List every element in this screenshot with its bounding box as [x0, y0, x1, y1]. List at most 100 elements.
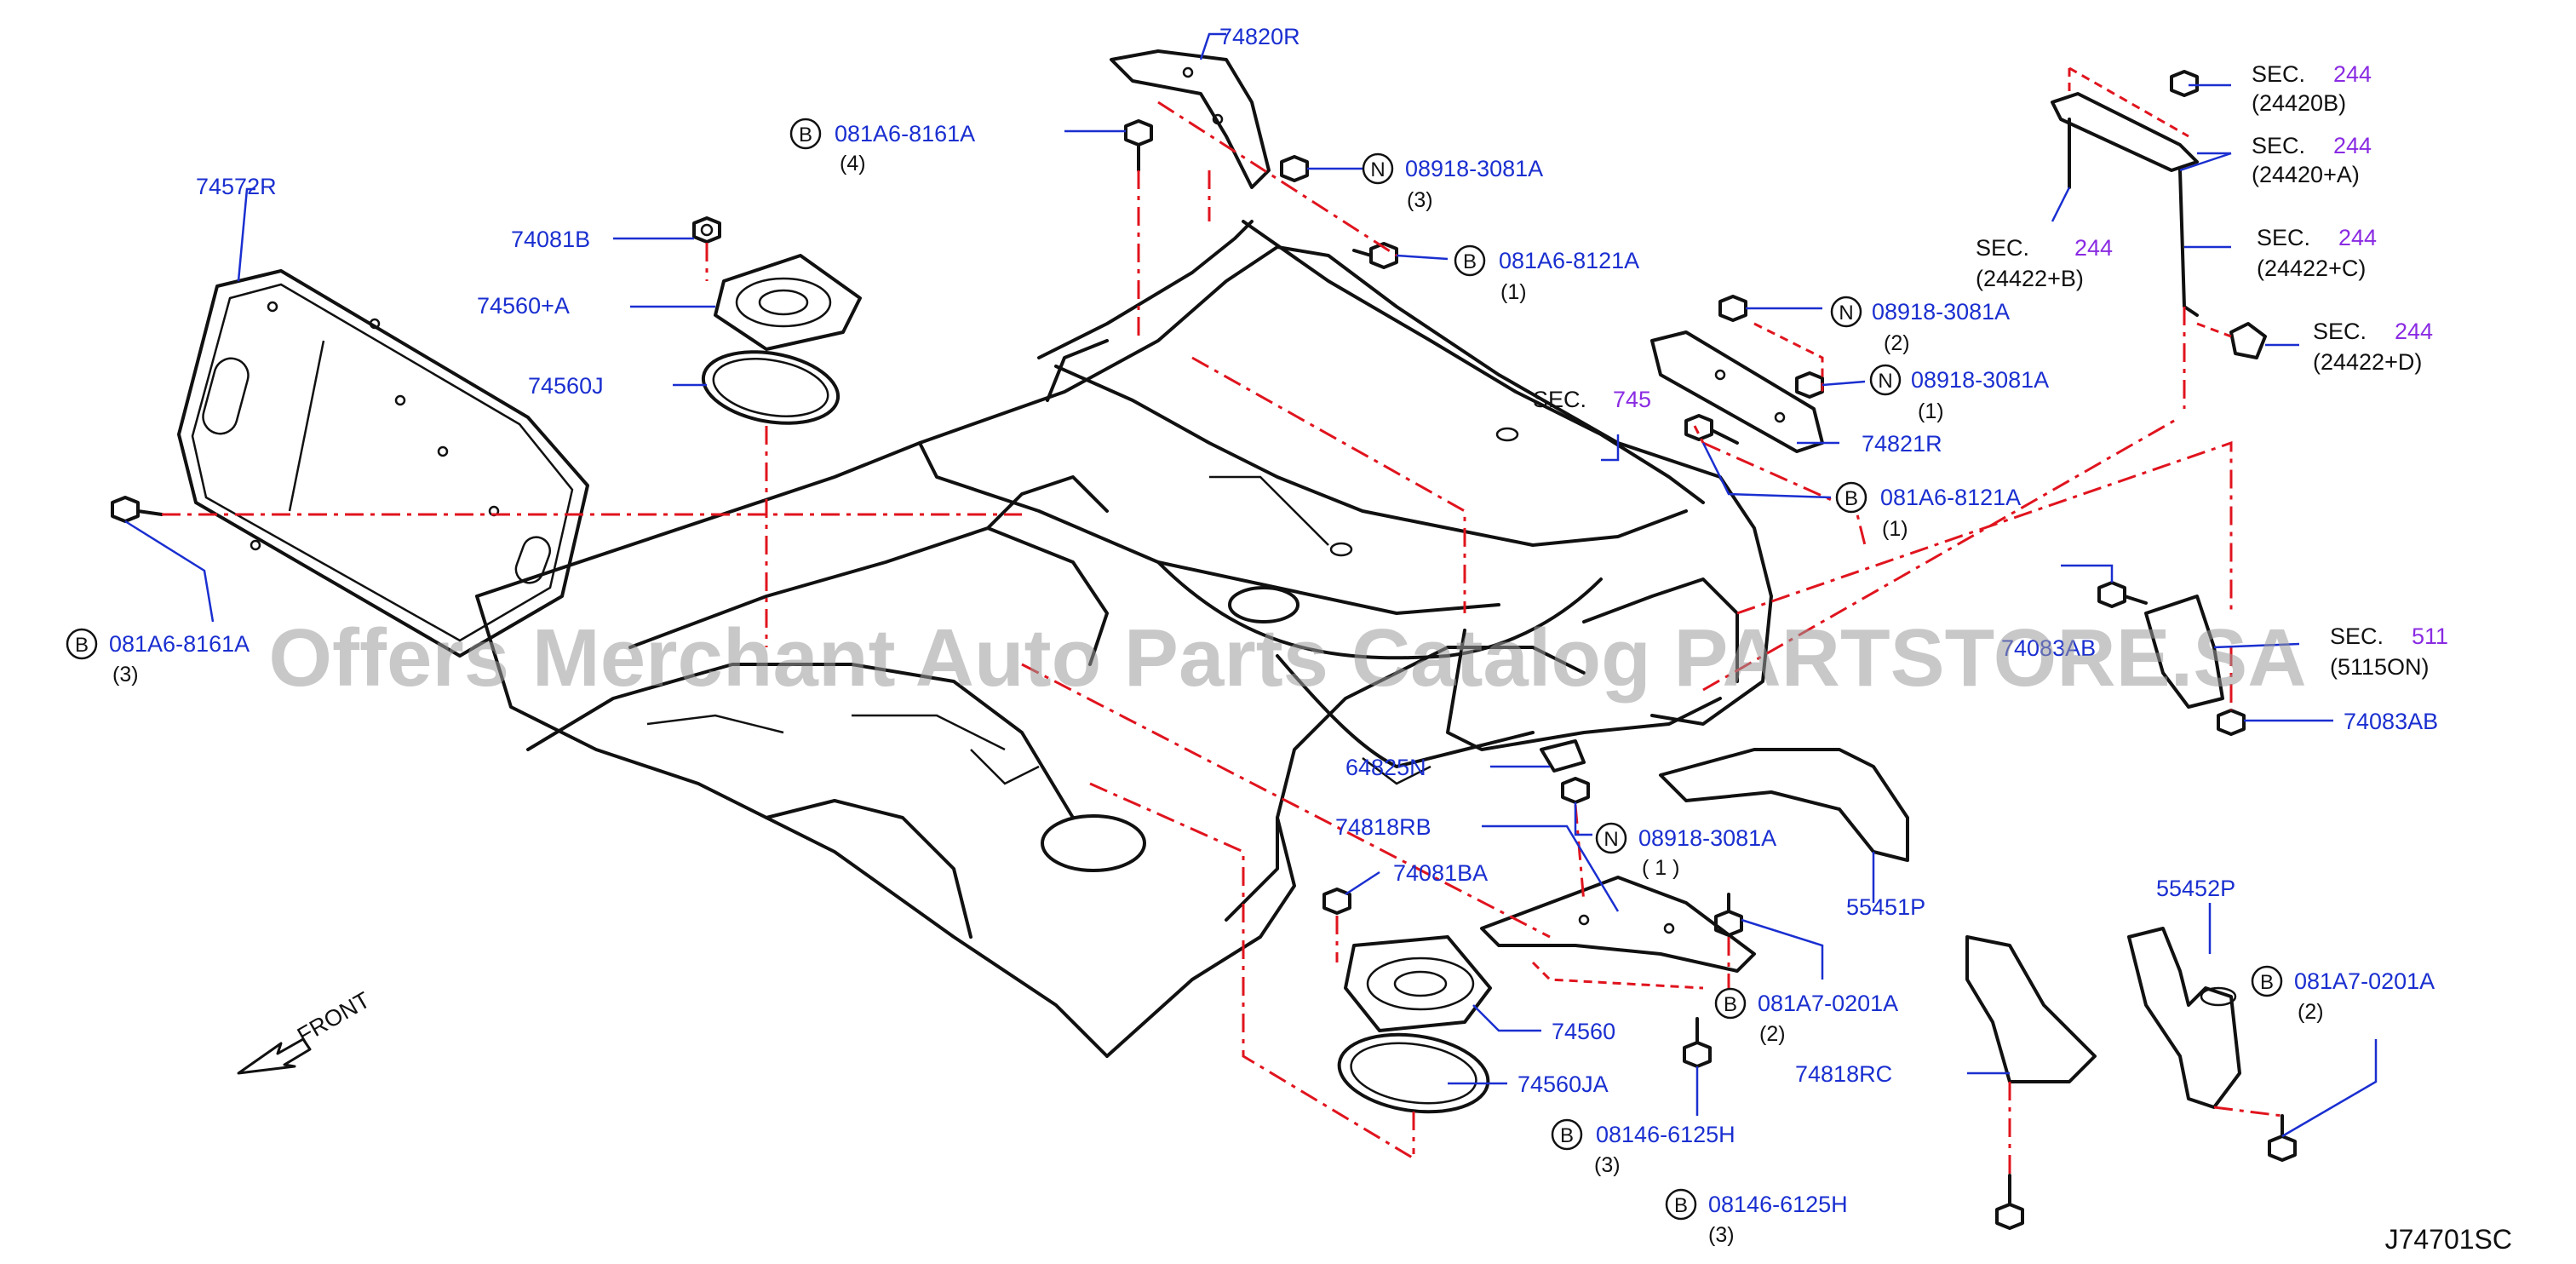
section-refs: SEC. 745 SEC. 244 (24420B) SEC. 244 (244… [1533, 61, 2448, 680]
svg-text:(4): (4) [840, 152, 866, 175]
label-74560ja: 74560JA [1517, 1072, 1609, 1097]
svg-text:SEC.: SEC. [2252, 61, 2305, 87]
svg-text:244: 244 [2338, 225, 2377, 250]
svg-text:(1): (1) [1918, 399, 1944, 423]
svg-text:08918-3081A: 08918-3081A [1638, 825, 1776, 851]
bolt-b2 [1352, 242, 1398, 269]
bolt-b7 [1995, 1174, 2024, 1230]
callout-n2: N 08918-3081A (2) [1830, 296, 2010, 355]
svg-text:SEC.: SEC. [2252, 133, 2305, 158]
callout-n4: N 08918-3081A ( 1 ) [1595, 822, 1776, 880]
front-direction-indicator: FRONT [237, 987, 375, 1075]
svg-text:(24422+D): (24422+D) [2313, 349, 2422, 375]
nut-74081ba [1322, 888, 1351, 915]
sec-745: SEC. 745 [1533, 387, 1651, 412]
label-74560: 74560 [1552, 1019, 1615, 1044]
label-74083ab-left: 74083AB [2001, 635, 2096, 661]
svg-text:(24420B): (24420B) [2252, 90, 2346, 116]
diagram-code: J74701SC [2385, 1224, 2512, 1255]
svg-text:(5115ON): (5115ON) [2330, 654, 2430, 680]
svg-text:244: 244 [2333, 61, 2372, 87]
svg-text:SEC.: SEC. [2330, 623, 2384, 649]
svg-text:08146-6125H: 08146-6125H [1596, 1122, 1736, 1147]
label-74560a: 74560+A [477, 293, 570, 319]
svg-text:(3): (3) [1708, 1223, 1735, 1247]
callout-b4: B 081A6-8161A (3) [66, 628, 250, 687]
nut-74081b [692, 216, 721, 244]
svg-text:081A7-0201A: 081A7-0201A [2294, 968, 2435, 994]
bracket-55452p [2127, 927, 2241, 1109]
nut-n3 [1795, 371, 1824, 399]
svg-text:(24422+C): (24422+C) [2257, 256, 2366, 281]
bracket-64825n [1540, 739, 1586, 773]
svg-text:745: 745 [1613, 387, 1651, 412]
front-arrow-icon [237, 1037, 312, 1075]
speaker-74560a [714, 254, 862, 351]
callout-b1: B 081A6-8161A (4) [789, 118, 975, 175]
svg-text:N: N [1604, 828, 1618, 851]
svg-text:(3): (3) [1407, 188, 1433, 212]
fastener-callouts: B 081A6-8161A (4) N 08918-3081A (3) B 08… [66, 118, 2435, 1247]
callout-n3: N 08918-3081A (1) [1869, 364, 2049, 423]
svg-text:244: 244 [2395, 319, 2433, 344]
svg-text:(24420+A): (24420+A) [2252, 162, 2360, 187]
sec-24422b: SEC. 244 (24422+B) [1976, 235, 2113, 291]
floor-pan-body [475, 220, 1773, 1058]
svg-text:B: B [1560, 1124, 1574, 1147]
nut-24420b [2170, 70, 2199, 97]
bolt-74083ab-left [2097, 581, 2148, 608]
callout-b7: B 08146-6125H (3) [1665, 1188, 1848, 1247]
bolt-b5 [1714, 893, 1743, 937]
svg-text:B: B [1463, 250, 1477, 273]
svg-text:(1): (1) [1882, 517, 1908, 541]
label-74572r: 74572R [196, 174, 277, 199]
svg-text:SEC.: SEC. [2313, 319, 2367, 344]
svg-text:N: N [1878, 370, 1892, 393]
watermark-text: Offers Merchant Auto Parts Catalog PARTS… [268, 612, 2306, 704]
sec-24422d: SEC. 244 (24422+D) [2313, 319, 2433, 375]
svg-text:081A6-8161A: 081A6-8161A [835, 121, 975, 147]
svg-text:511: 511 [2412, 623, 2448, 649]
callout-b8: B 081A7-0201A (2) [2251, 965, 2435, 1024]
svg-text:(1): (1) [1500, 280, 1527, 304]
label-64825n: 64825N [1345, 755, 1426, 780]
svg-text:B: B [1724, 993, 1737, 1016]
svg-text:081A6-8121A: 081A6-8121A [1880, 485, 2021, 510]
label-74818rb: 74818RB [1335, 814, 1431, 840]
bracket-55451p [1659, 748, 1909, 862]
callout-b6: B 08146-6125H (3) [1551, 1118, 1736, 1177]
svg-text:N: N [1839, 302, 1853, 325]
label-74081ba: 74081BA [1393, 860, 1488, 886]
svg-text:B: B [75, 634, 89, 657]
svg-text:(2): (2) [1759, 1022, 1786, 1046]
svg-text:( 1 ): ( 1 ) [1642, 856, 1679, 880]
svg-text:08918-3081A: 08918-3081A [1405, 156, 1543, 181]
svg-text:081A6-8161A: 081A6-8161A [109, 631, 250, 657]
svg-text:08146-6125H: 08146-6125H [1708, 1192, 1848, 1217]
speaker-ring-74560j [701, 350, 840, 425]
nut-n1 [1280, 155, 1309, 182]
front-label: FRONT [293, 987, 375, 1049]
svg-text:B: B [2260, 971, 2274, 994]
svg-text:SEC.: SEC. [2257, 225, 2310, 250]
svg-text:B: B [1845, 487, 1858, 510]
callout-b5: B 081A7-0201A (2) [1714, 987, 1898, 1046]
sec-24420b: SEC. 244 (24420B) [2252, 61, 2372, 116]
svg-text:SEC.: SEC. [1976, 235, 2029, 261]
bracket-74818rc [1965, 935, 2097, 1083]
bolt-b6 [1683, 1017, 1712, 1068]
svg-text:(3): (3) [112, 663, 139, 687]
svg-text:(2): (2) [1884, 331, 1910, 355]
label-74818rc: 74818RC [1795, 1061, 1892, 1087]
svg-text:081A6-8121A: 081A6-8121A [1499, 248, 1639, 273]
svg-text:(24422+B): (24422+B) [1976, 266, 2084, 291]
svg-text:N: N [1370, 158, 1385, 181]
part-labels: 74820R 74572R 74081B 74560+A 74560J 7482… [196, 24, 2438, 1097]
callout-n1: N 08918-3081A (3) [1362, 152, 1543, 212]
callout-b2: B 081A6-8121A (1) [1454, 244, 1639, 304]
label-74560j: 74560J [528, 373, 604, 399]
svg-text:B: B [1674, 1194, 1688, 1217]
sec-24422c: SEC. 244 (24422+C) [2257, 225, 2377, 281]
label-74821r: 74821R [1862, 431, 1942, 457]
